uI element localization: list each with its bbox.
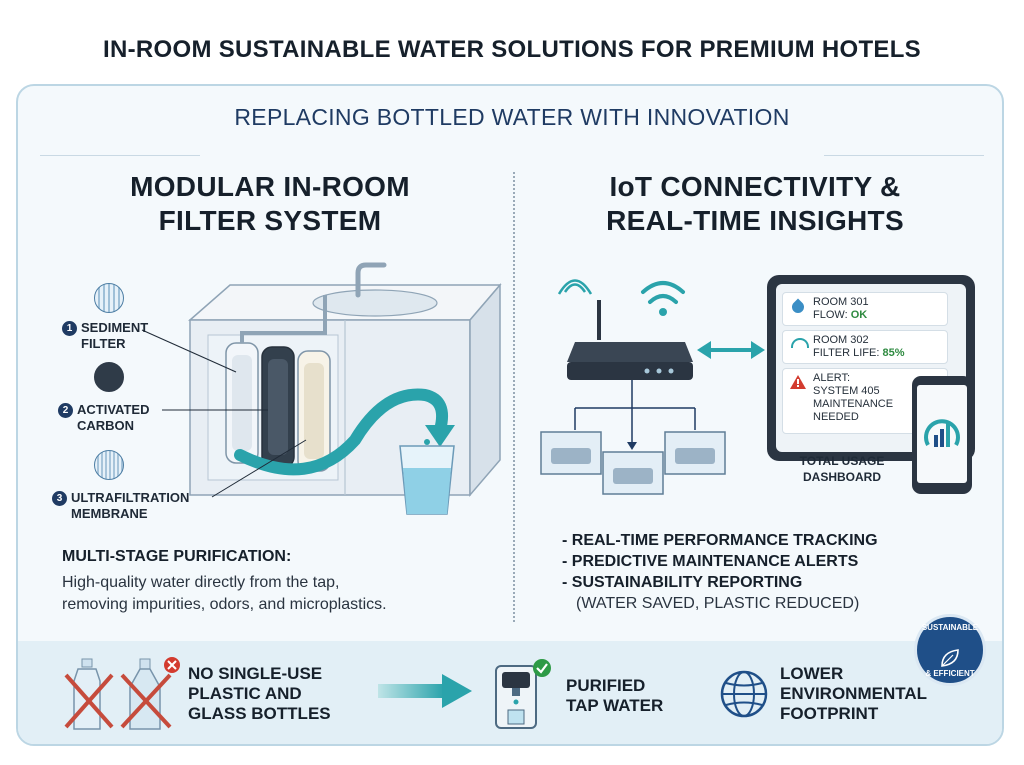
purified-tap-text: PURIFIED TAP WATER: [566, 676, 664, 715]
room-301-card: ROOM 301 FLOW: OK: [782, 292, 948, 326]
phone-screen: [917, 385, 967, 483]
iot-benefits-list: - REAL-TIME PERFORMANCE TRACKING - PREDI…: [562, 530, 878, 614]
gauge-icon: [791, 338, 809, 348]
crossed-bottles-icon: [64, 657, 180, 730]
water-drop-icon: [789, 298, 807, 316]
sediment-filter-icon: [94, 283, 124, 313]
section-divider: [513, 172, 515, 622]
globe-icon: [720, 670, 768, 718]
teal-arrow-icon: [378, 674, 472, 708]
sustainable-badge: SUSTAINABLE & EFFICIENT: [914, 614, 986, 686]
bullet-maintenance: - PREDICTIVE MAINTENANCE ALERTS: [562, 553, 859, 570]
smartphone: [912, 376, 972, 494]
purification-description: High-quality water directly from the tap…: [62, 574, 387, 613]
membrane-filter-icon: [94, 450, 124, 480]
subtitle: REPLACING BOTTLED WATER WITH INNOVATION: [234, 104, 790, 130]
subtitle-rule-right: [824, 155, 984, 156]
iot-heading: IoT CONNECTIVITY & REAL-TIME INSIGHTS: [606, 171, 904, 236]
carbon-filter-icon: [94, 362, 124, 392]
purification-title: MULTI-STAGE PURIFICATION:: [62, 548, 292, 565]
dashboard-label: TOTAL USAGE DASHBOARD: [799, 454, 885, 484]
iot-network-illustration: [540, 279, 765, 495]
bullet-tracking: - REAL-TIME PERFORMANCE TRACKING: [562, 532, 878, 549]
leaf-icon: [941, 649, 959, 667]
water-glass-icon: [399, 439, 455, 515]
bullet-reporting-note: (WATER SAVED, PLASTIC REDUCED): [576, 595, 860, 612]
water-dispenser-icon: [495, 659, 551, 729]
no-bottles-text: NO SINGLE-USE PLASTIC AND GLASS BOTTLES: [188, 664, 331, 723]
warning-icon: [790, 375, 806, 389]
filter-system-heading: MODULAR IN-ROOM FILTER SYSTEM: [130, 171, 410, 236]
room-302-card: ROOM 302 FILTER LIFE: 85%: [782, 330, 948, 364]
subtitle-rule-left: [40, 155, 200, 156]
bullet-reporting: - SUSTAINABILITY REPORTING: [562, 574, 803, 591]
chart-icon: [924, 419, 960, 447]
page-title: IN-ROOM SUSTAINABLE WATER SOLUTIONS FOR …: [103, 36, 921, 63]
footprint-text: LOWER ENVIRONMENTAL FOOTPRINT: [780, 664, 928, 723]
